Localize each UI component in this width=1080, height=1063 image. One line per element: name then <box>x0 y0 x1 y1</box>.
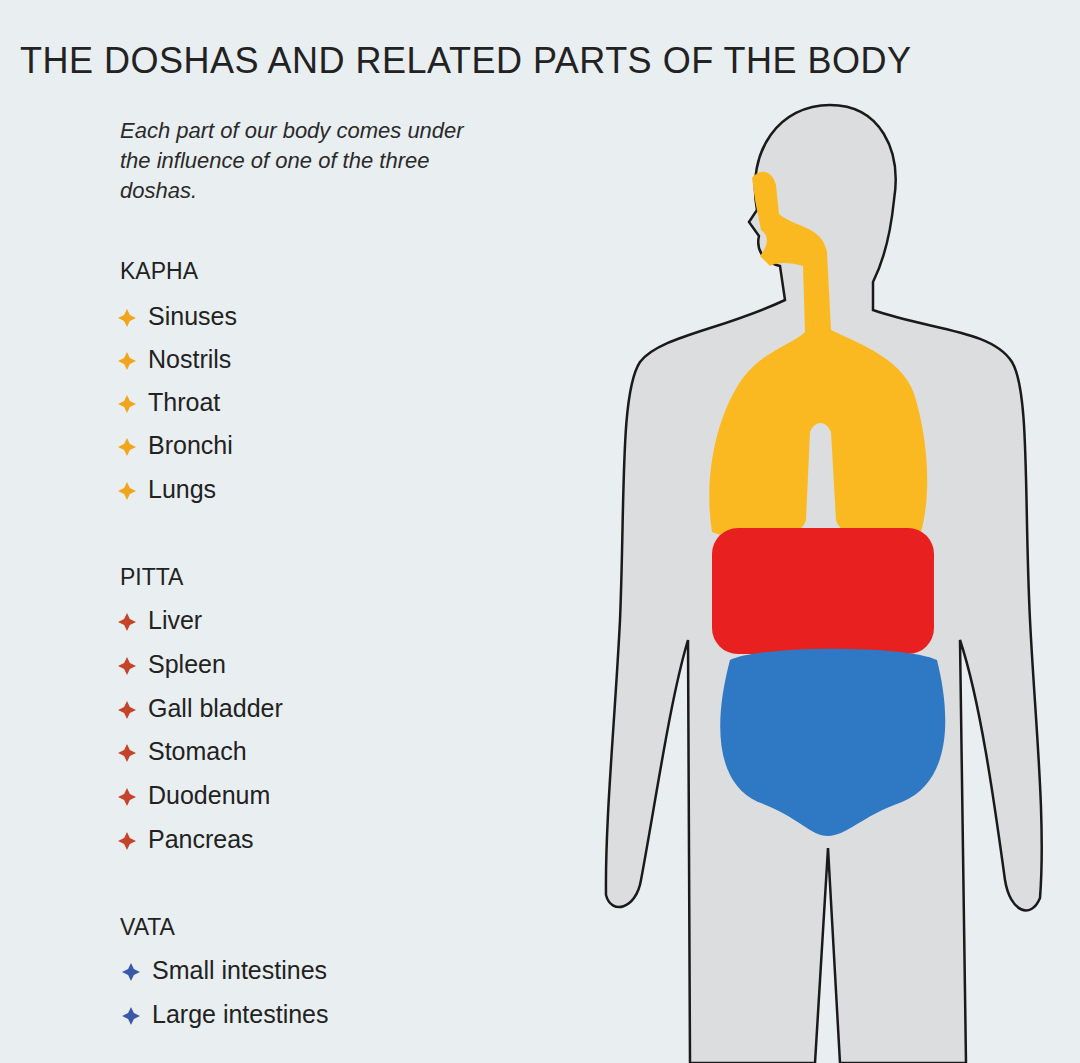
body-part: Large intestines <box>152 1000 329 1029</box>
body-part: Lungs <box>148 475 216 504</box>
body-part: Sinuses <box>148 302 237 331</box>
bullet-star <box>118 788 136 806</box>
bullet-star <box>118 438 136 456</box>
bullet-star <box>118 701 136 719</box>
intro-note: Each part of our body comes under the in… <box>120 116 480 206</box>
bullet-star <box>118 482 136 500</box>
body-part: Bronchi <box>148 431 233 460</box>
airway-region <box>709 172 927 540</box>
body-part: Gall bladder <box>148 694 283 723</box>
dosha-heading: KAPHA <box>120 258 198 285</box>
body-part: Liver <box>148 606 202 635</box>
dosha-heading: PITTA <box>120 564 183 591</box>
body-part: Duodenum <box>148 781 270 810</box>
bullet-star <box>118 744 136 762</box>
upper-abdomen-region <box>712 528 934 654</box>
body-part: Small intestines <box>152 956 327 985</box>
bullet-star <box>118 657 136 675</box>
page-title: THE DOSHAS AND RELATED PARTS OF THE BODY <box>20 40 912 82</box>
bullet-star <box>118 352 136 370</box>
body-part: Throat <box>148 388 220 417</box>
body-part: Stomach <box>148 737 247 766</box>
bullet-star <box>118 613 136 631</box>
bullet-star <box>118 395 136 413</box>
body-part: Nostrils <box>148 345 231 374</box>
bullet-star <box>122 1007 140 1025</box>
bullet-star <box>118 832 136 850</box>
body-part: Pancreas <box>148 825 254 854</box>
body-part: Spleen <box>148 650 226 679</box>
dosha-heading: VATA <box>120 914 175 941</box>
bullet-star <box>122 963 140 981</box>
body-silhouette <box>606 105 1042 1063</box>
bullet-star <box>118 309 136 327</box>
lower-abdomen-region <box>720 649 945 836</box>
